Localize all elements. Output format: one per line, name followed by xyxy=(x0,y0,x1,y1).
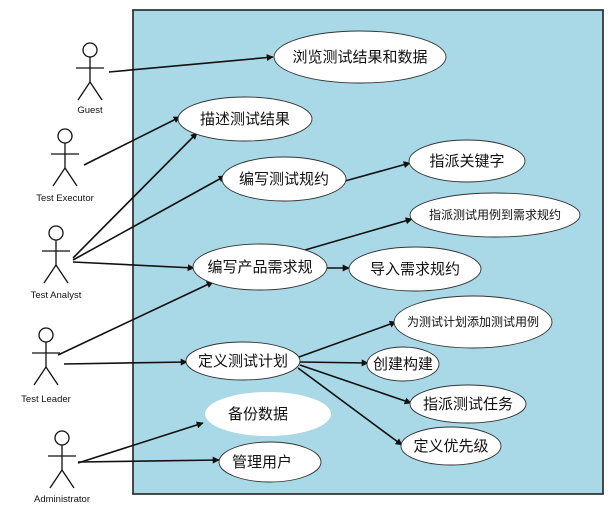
association-arrow-admin-to-backup xyxy=(77,421,204,464)
association-arrow-analyst-to-writespec xyxy=(72,175,226,261)
use-case-add-case-to-plan[interactable]: 为测试计划添加测试用例 xyxy=(393,295,553,349)
use-case-label: 指派测试用例到需求规约 xyxy=(429,207,561,222)
use-case-shape xyxy=(177,96,313,142)
use-case-browse-results[interactable]: 浏览测试结果和数据 xyxy=(273,30,447,84)
association-arrow-defplan-to-build xyxy=(299,359,369,367)
use-case-shape xyxy=(409,384,527,424)
association-arrow-analyst-to-describe xyxy=(72,132,198,259)
actor-test-leader[interactable]: Test Leader xyxy=(21,327,71,405)
use-case-group: 浏览测试结果和数据 描述测试结果 编写测试规约 指派关键字 指派测试用例到需求规… xyxy=(177,30,581,483)
use-case-assign-keyword[interactable]: 指派关键字 xyxy=(408,139,526,183)
use-case-label: 编写测试规约 xyxy=(239,170,329,188)
stick-figure-icon xyxy=(32,327,60,386)
stick-figure-icon xyxy=(51,128,79,187)
use-case-describe-results[interactable]: 描述测试结果 xyxy=(177,96,313,142)
association-arrow-defplan-to-addcase xyxy=(298,320,397,358)
use-case-shape xyxy=(348,246,482,292)
actor-test-analyst[interactable]: Test Analyst xyxy=(31,225,82,301)
use-case-label: 为测试计划添加测试用例 xyxy=(407,314,539,329)
association-edges xyxy=(57,54,413,464)
use-case-shape xyxy=(273,30,447,84)
stick-figure-icon xyxy=(48,430,76,489)
use-case-shape xyxy=(185,341,301,381)
use-case-label: 创建构建 xyxy=(373,355,433,373)
use-case-define-priority[interactable]: 定义优先级 xyxy=(400,426,502,466)
association-arrow-writespec-to-assignkw xyxy=(344,161,411,182)
use-case-shape xyxy=(400,426,502,466)
association-arrow-admin-to-users xyxy=(77,456,220,464)
use-case-label: 定义优先级 xyxy=(413,437,488,455)
association-arrow-analyst-to-writereq xyxy=(72,261,195,272)
actor-group: Guest Test Executor Test Analyst xyxy=(21,42,104,505)
use-case-label: 指派关键字 xyxy=(429,152,504,170)
use-case-label: 管理用户 xyxy=(232,453,292,471)
use-case-define-test-plan[interactable]: 定义测试计划 xyxy=(185,341,301,381)
use-case-create-build[interactable]: 创建构建 xyxy=(366,346,440,382)
stick-figure-icon xyxy=(42,225,70,284)
association-arrow-executor-to-describe xyxy=(83,116,181,166)
use-case-write-product-req[interactable]: 编写产品需求规 xyxy=(192,243,328,291)
actor-administrator[interactable]: Administrator xyxy=(34,430,90,505)
actor-label: Test Leader xyxy=(21,394,71,405)
use-case-import-req[interactable]: 导入需求规约 xyxy=(348,246,482,292)
use-case-assign-case-to-req[interactable]: 指派测试用例到需求规约 xyxy=(409,192,581,238)
use-case-backup-data[interactable]: 备份数据 xyxy=(205,392,331,436)
use-case-assign-test-task[interactable]: 指派测试任务 xyxy=(409,384,527,424)
use-case-label: 编写产品需求规 xyxy=(207,258,312,276)
actor-label: Test Executor xyxy=(36,193,94,204)
use-case-label: 定义测试计划 xyxy=(198,352,288,370)
use-case-manage-users[interactable]: 管理用户 xyxy=(218,441,322,483)
use-case-shape xyxy=(408,139,526,183)
use-case-shape xyxy=(393,295,553,349)
use-case-shape xyxy=(205,392,331,436)
association-arrow-leader-to-writereq xyxy=(57,281,214,356)
actor-label: Guest xyxy=(77,105,103,116)
use-case-shape xyxy=(366,346,440,382)
use-case-write-test-spec[interactable]: 编写测试规约 xyxy=(221,156,347,202)
use-case-label: 指派测试任务 xyxy=(423,395,513,413)
actor-label: Administrator xyxy=(34,494,90,505)
actor-label: Test Analyst xyxy=(31,290,82,301)
use-case-label: 导入需求规约 xyxy=(370,260,460,278)
actor-guest[interactable]: Guest xyxy=(76,42,104,116)
use-case-label: 浏览测试结果和数据 xyxy=(292,48,427,66)
association-arrow-writereq-to-assigncase xyxy=(304,217,413,251)
use-case-shape xyxy=(409,192,581,238)
use-case-shape xyxy=(218,441,322,483)
use-case-shape xyxy=(192,243,328,291)
use-case-label: 描述测试结果 xyxy=(200,110,290,128)
association-arrow-defplan-to-assigntask xyxy=(299,364,412,405)
association-arrow-guest-to-browse xyxy=(108,54,274,73)
association-arrow-leader-to-defplan xyxy=(63,358,188,366)
use-case-shape xyxy=(221,156,347,202)
actor-test-executor[interactable]: Test Executor xyxy=(36,128,94,204)
use-case-label: 备份数据 xyxy=(228,405,288,423)
association-arrow-defplan-to-priority xyxy=(297,367,403,446)
stick-figure-icon xyxy=(76,42,104,101)
